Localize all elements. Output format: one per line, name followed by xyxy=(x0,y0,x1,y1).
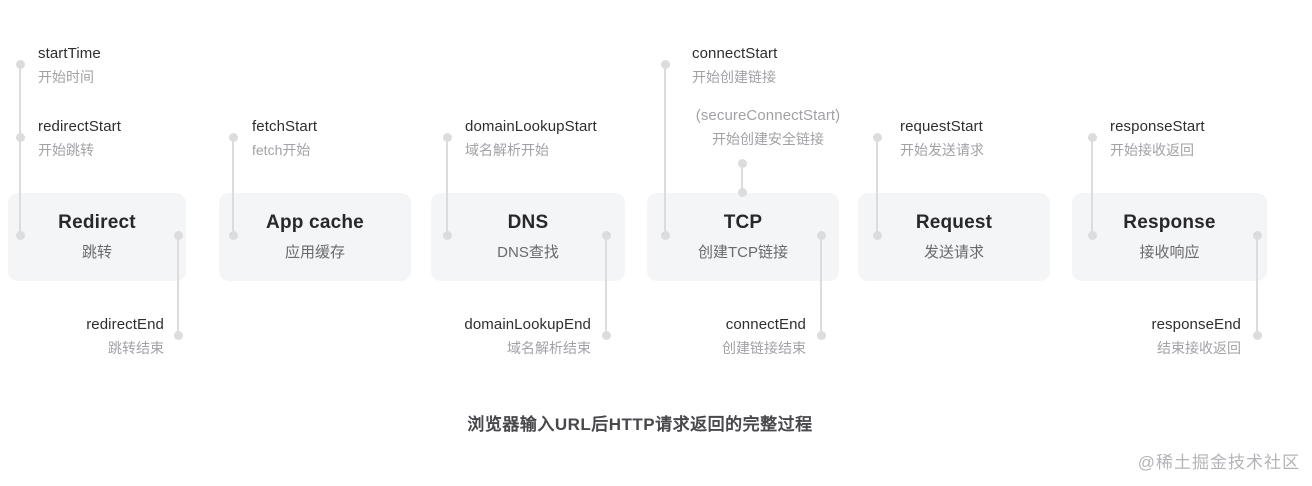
timeline-dot xyxy=(873,231,882,240)
connector-line xyxy=(876,137,878,235)
connector-line xyxy=(820,235,822,335)
connector-line xyxy=(177,235,179,335)
phase-subtitle: 发送请求 xyxy=(923,244,984,261)
marker-desc: 开始发送请求 xyxy=(900,142,984,158)
timeline-dot xyxy=(16,231,25,240)
timeline-dot xyxy=(1253,231,1262,240)
marker-redirect-end: redirectEnd 跳转结束 xyxy=(40,313,164,360)
timeline-dot xyxy=(738,159,747,168)
timeline-dot xyxy=(443,231,452,240)
timeline-dot xyxy=(602,231,611,240)
marker-start-time: startTime 开始时间 xyxy=(38,42,101,89)
phase-box-response: Response 接收响应 xyxy=(1072,193,1267,281)
marker-name: connectEnd xyxy=(725,316,806,333)
marker-name: fetchStart xyxy=(252,118,318,135)
phase-box-dns: DNS DNS查找 xyxy=(431,193,625,281)
connector-line xyxy=(1091,137,1093,235)
marker-desc: 域名解析开始 xyxy=(465,142,549,158)
connector-line xyxy=(741,163,743,192)
marker-name: startTime xyxy=(38,45,101,62)
marker-response-start: responseStart 开始接收返回 xyxy=(1110,115,1205,162)
marker-response-end: responseEnd 结束接收返回 xyxy=(1090,313,1242,360)
connector-line xyxy=(664,64,666,235)
phase-title: Request xyxy=(915,212,993,233)
marker-desc: 域名解析结束 xyxy=(507,340,591,356)
marker-request-start: requestStart 开始发送请求 xyxy=(900,115,984,162)
phase-subtitle: 跳转 xyxy=(81,244,112,261)
timeline-dot xyxy=(443,133,452,142)
marker-domain-lookup-end: domainLookupEnd 域名解析结束 xyxy=(440,313,591,360)
marker-desc: 开始创建链接 xyxy=(692,69,776,85)
phase-subtitle: 接收响应 xyxy=(1139,244,1200,261)
timeline-dot xyxy=(16,60,25,69)
timeline-dot xyxy=(1253,331,1262,340)
timeline-dot xyxy=(738,188,747,197)
phase-box-request: Request 发送请求 xyxy=(858,193,1050,281)
marker-name: responseStart xyxy=(1110,118,1205,135)
marker-desc: 创建链接结束 xyxy=(722,340,806,356)
marker-desc: 结束接收返回 xyxy=(1157,340,1241,356)
marker-fetch-start: fetchStart fetch开始 xyxy=(252,115,317,162)
marker-connect-end: connectEnd 创建链接结束 xyxy=(660,313,806,360)
phase-title: App cache xyxy=(266,212,364,233)
watermark: @稀土掘金技术社区 xyxy=(1137,453,1300,472)
marker-name: responseEnd xyxy=(1151,316,1241,333)
timeline-dot xyxy=(1088,133,1097,142)
connector-line xyxy=(232,137,234,235)
timeline-dot xyxy=(817,331,826,340)
connector-line xyxy=(605,235,607,335)
phase-title: DNS xyxy=(507,212,549,233)
timeline-dot xyxy=(1088,231,1097,240)
marker-desc: 开始跳转 xyxy=(38,142,94,158)
marker-domain-lookup-start: domainLookupStart 域名解析开始 xyxy=(465,115,597,162)
phase-box-tcp: TCP 创建TCP链接 xyxy=(647,193,839,281)
marker-name: redirectStart xyxy=(38,118,121,135)
marker-desc: 开始创建安全链接 xyxy=(712,131,824,147)
marker-name: domainLookupEnd xyxy=(464,316,591,333)
phase-title: Response xyxy=(1123,212,1216,233)
phase-subtitle: DNS查找 xyxy=(497,244,559,261)
marker-name: redirectEnd xyxy=(86,316,164,333)
marker-desc: 开始时间 xyxy=(38,69,94,85)
timeline-dot xyxy=(229,231,238,240)
timeline-dot xyxy=(229,133,238,142)
timeline-dot xyxy=(174,331,183,340)
phase-title: TCP xyxy=(723,212,763,233)
marker-secure-connect-start: (secureConnectStart) 开始创建安全链接 xyxy=(670,104,866,151)
timeline-dot xyxy=(817,231,826,240)
marker-desc: 开始接收返回 xyxy=(1110,142,1194,158)
marker-name: connectStart xyxy=(692,45,778,62)
marker-name: (secureConnectStart) xyxy=(695,107,841,124)
marker-desc: 跳转结束 xyxy=(108,340,164,356)
timeline-dot xyxy=(16,133,25,142)
marker-name: domainLookupStart xyxy=(465,118,597,135)
marker-redirect-start: redirectStart 开始跳转 xyxy=(38,115,121,162)
diagram-caption: 浏览器输入URL后HTTP请求返回的完整过程 xyxy=(467,415,813,434)
marker-desc: fetch开始 xyxy=(252,142,311,158)
timeline-dot xyxy=(661,60,670,69)
phase-box-redirect: Redirect 跳转 xyxy=(8,193,186,281)
connector-line xyxy=(19,64,21,235)
timeline-dot xyxy=(174,231,183,240)
timeline-dot xyxy=(873,133,882,142)
marker-connect-start: connectStart 开始创建链接 xyxy=(692,42,777,89)
connector-line xyxy=(446,137,448,235)
phase-subtitle: 应用缓存 xyxy=(284,244,345,261)
phase-box-app-cache: App cache 应用缓存 xyxy=(219,193,411,281)
phase-subtitle: 创建TCP链接 xyxy=(697,244,788,261)
marker-name: requestStart xyxy=(900,118,983,135)
timeline-dot xyxy=(602,331,611,340)
timeline-dot xyxy=(661,231,670,240)
connector-line xyxy=(1256,235,1258,335)
phase-title: Redirect xyxy=(58,212,136,233)
